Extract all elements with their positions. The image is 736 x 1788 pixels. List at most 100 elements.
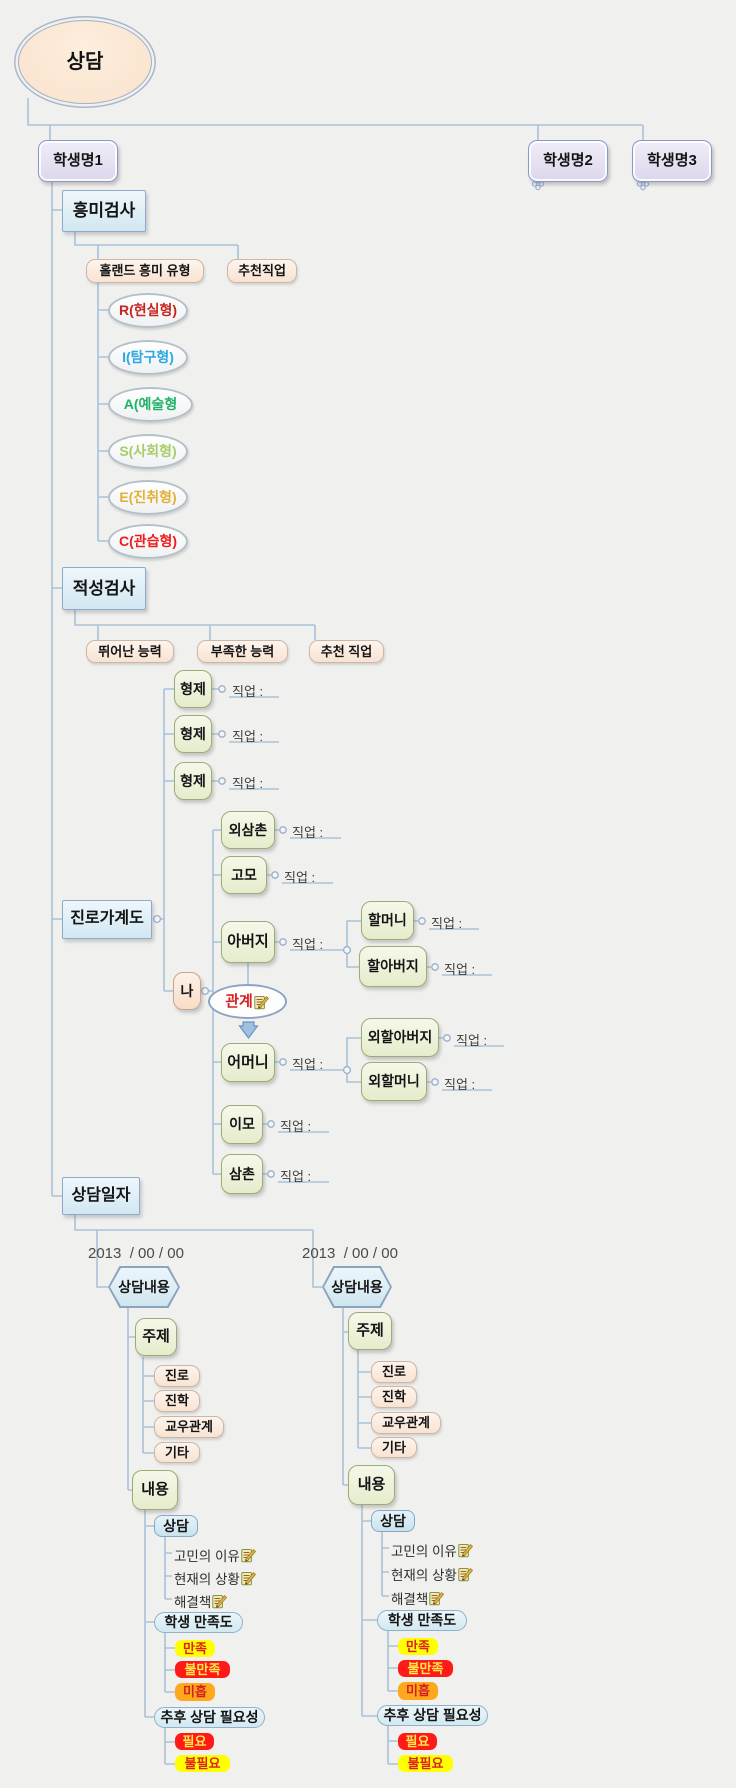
- session-2-content-hexagon[interactable]: 상담내용: [322, 1266, 392, 1308]
- me-node[interactable]: 나: [173, 972, 201, 1010]
- aptitude-recommended-jobs-node[interactable]: 추천 직업: [309, 640, 384, 663]
- insufficient-chip[interactable]: 미흡: [175, 1683, 215, 1701]
- riasec-enterprising-ellipse[interactable]: E(진취형): [108, 480, 188, 515]
- father-node[interactable]: 아버지: [221, 921, 275, 963]
- situation-item[interactable]: 현재의 상황: [174, 1568, 257, 1588]
- job-label[interactable]: 직업 :: [431, 916, 463, 931]
- session-2-date[interactable]: 2013 / 00 / 00: [302, 1245, 398, 1262]
- job-label[interactable]: 직업 :: [280, 1169, 312, 1184]
- riasec-artistic-ellipse[interactable]: A(예술형: [108, 387, 193, 422]
- sibling-node[interactable]: 형제: [174, 762, 212, 800]
- session-1-topic-node[interactable]: 주제: [135, 1318, 177, 1356]
- grandfather-node[interactable]: 할아버지: [359, 946, 427, 987]
- root-topic-counseling[interactable]: 상담: [18, 20, 152, 104]
- note-icon[interactable]: [429, 1590, 445, 1606]
- session-1-followup-node[interactable]: 추후 상담 필요성: [154, 1707, 265, 1728]
- job-label[interactable]: 직업 :: [456, 1033, 488, 1048]
- maternal-grandfather-node[interactable]: 외할아버지: [361, 1018, 439, 1057]
- session-2-detail-node[interactable]: 내용: [348, 1465, 395, 1505]
- job-label[interactable]: 직업 :: [280, 1119, 312, 1134]
- interest-test-node[interactable]: 흥미검사: [62, 190, 146, 232]
- job-label[interactable]: 직업 :: [292, 825, 324, 840]
- riasec-conventional-ellipse[interactable]: C(관습형): [108, 524, 188, 559]
- student-1-node[interactable]: 학생명1: [38, 140, 118, 182]
- content-label: 상담내용: [118, 1278, 170, 1295]
- counsel-date-node[interactable]: 상담일자: [62, 1177, 140, 1215]
- note-icon[interactable]: [241, 1547, 257, 1563]
- topic-friendship-chip[interactable]: 교우관계: [371, 1412, 441, 1434]
- session-2-satisfaction-node[interactable]: 학생 만족도: [377, 1610, 467, 1631]
- note-icon[interactable]: [212, 1593, 228, 1609]
- unsatisfied-chip[interactable]: 불만족: [398, 1660, 453, 1677]
- reason-item[interactable]: 고민의 이유: [391, 1540, 474, 1560]
- needed-chip[interactable]: 필요: [175, 1733, 214, 1750]
- job-label[interactable]: 직업 :: [444, 1077, 476, 1092]
- note-icon[interactable]: [458, 1542, 474, 1558]
- job-label[interactable]: 직업 :: [292, 1057, 324, 1072]
- mothers-sister-node[interactable]: 이모: [221, 1105, 263, 1144]
- grandmother-node[interactable]: 할머니: [361, 901, 414, 940]
- situation-item[interactable]: 현재의 상황: [391, 1564, 474, 1584]
- reason-item[interactable]: 고민의 이유: [174, 1545, 257, 1565]
- item-label: 고민의 이유: [174, 1549, 240, 1564]
- item-label: 해결책: [391, 1592, 429, 1607]
- topic-other-chip[interactable]: 기타: [154, 1442, 200, 1463]
- lacking-ability-node[interactable]: 부족한 능력: [197, 640, 288, 663]
- maternal-uncle-node[interactable]: 외삼촌: [221, 811, 275, 849]
- topic-other-chip[interactable]: 기타: [371, 1437, 417, 1458]
- uncle-node[interactable]: 삼촌: [221, 1154, 263, 1194]
- session-2-counsel-node[interactable]: 상담: [371, 1510, 415, 1532]
- session-2-followup-node[interactable]: 추후 상담 필요성: [377, 1705, 488, 1726]
- note-icon[interactable]: [254, 994, 270, 1010]
- student-3-node[interactable]: 학생명3: [632, 140, 712, 182]
- topic-academics-chip[interactable]: 진학: [371, 1386, 417, 1408]
- riasec-investigative-ellipse[interactable]: I(탐구형): [108, 340, 188, 375]
- needed-chip[interactable]: 필요: [398, 1733, 437, 1750]
- outstanding-ability-node[interactable]: 뛰어난 능력: [86, 640, 174, 663]
- content-label: 상담내용: [331, 1278, 383, 1295]
- item-label: 해결책: [174, 1595, 212, 1610]
- item-label: 현재의 상황: [174, 1572, 240, 1587]
- relation-label: 관계: [225, 992, 253, 1010]
- sibling-node[interactable]: 형제: [174, 670, 212, 708]
- satisfied-chip[interactable]: 만족: [398, 1638, 438, 1655]
- session-1-counsel-node[interactable]: 상담: [154, 1515, 198, 1537]
- paternal-aunt-node[interactable]: 고모: [221, 856, 267, 894]
- session-1-date[interactable]: 2013 / 00 / 00: [88, 1245, 184, 1262]
- student-2-node[interactable]: 학생명2: [528, 140, 608, 182]
- job-label[interactable]: 직업 :: [292, 937, 324, 952]
- session-2-topic-node[interactable]: 주제: [348, 1312, 392, 1350]
- job-label[interactable]: 직업 :: [444, 962, 476, 977]
- note-icon[interactable]: [458, 1566, 474, 1582]
- relation-ellipse[interactable]: 관계: [208, 984, 287, 1019]
- topic-career-chip[interactable]: 진로: [371, 1361, 417, 1383]
- job-label[interactable]: 직업 :: [232, 729, 264, 744]
- riasec-social-ellipse[interactable]: S(사회형): [108, 434, 188, 469]
- unsatisfied-chip[interactable]: 불만족: [175, 1661, 230, 1678]
- note-icon[interactable]: [241, 1570, 257, 1586]
- session-1-satisfaction-node[interactable]: 학생 만족도: [154, 1612, 243, 1633]
- solution-item[interactable]: 해결책: [391, 1588, 445, 1608]
- job-label[interactable]: 직업 :: [232, 684, 264, 699]
- session-1-content-hexagon[interactable]: 상담내용: [108, 1266, 180, 1308]
- insufficient-chip[interactable]: 미흡: [398, 1682, 438, 1700]
- session-1-detail-node[interactable]: 내용: [132, 1470, 178, 1510]
- satisfied-chip[interactable]: 만족: [175, 1640, 215, 1657]
- riasec-realistic-ellipse[interactable]: R(현실형): [108, 293, 188, 328]
- genogram-node[interactable]: 진로가계도: [62, 900, 152, 939]
- job-label[interactable]: 직업 :: [284, 870, 316, 885]
- mother-node[interactable]: 어머니: [221, 1043, 275, 1082]
- topic-career-chip[interactable]: 진로: [154, 1365, 200, 1387]
- recommended-jobs-node[interactable]: 추천직업: [227, 259, 297, 283]
- holland-type-node[interactable]: 홀랜드 흥미 유형: [86, 259, 204, 283]
- topic-academics-chip[interactable]: 진학: [154, 1390, 200, 1412]
- sibling-node[interactable]: 형제: [174, 715, 212, 753]
- solution-item[interactable]: 해결책: [174, 1591, 228, 1611]
- job-label[interactable]: 직업 :: [232, 776, 264, 791]
- not-needed-chip[interactable]: 불필요: [175, 1755, 230, 1772]
- topic-friendship-chip[interactable]: 교우관계: [154, 1416, 224, 1438]
- down-arrow-icon: [238, 1021, 259, 1039]
- not-needed-chip[interactable]: 불필요: [398, 1755, 453, 1772]
- aptitude-test-node[interactable]: 적성검사: [62, 567, 146, 610]
- maternal-grandmother-node[interactable]: 외할머니: [361, 1062, 427, 1101]
